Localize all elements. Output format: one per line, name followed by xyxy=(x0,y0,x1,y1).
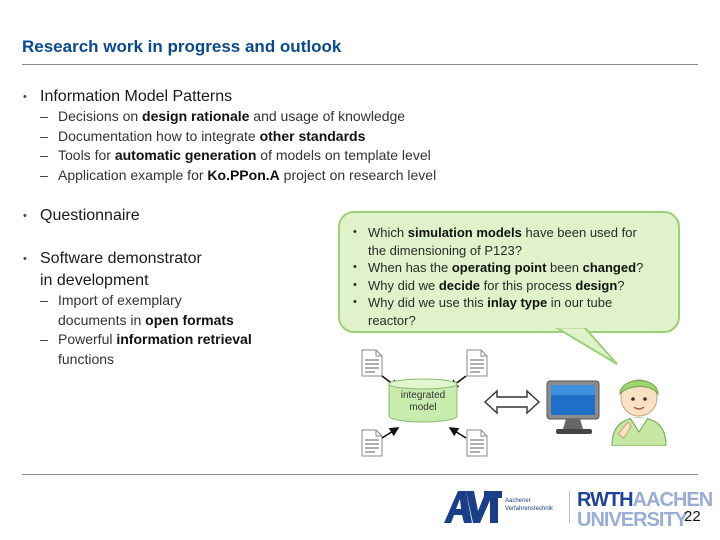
integrated-model-database-icon xyxy=(388,378,458,423)
question-item: •When has the operating point been chang… xyxy=(353,260,644,275)
document-icon xyxy=(361,429,383,457)
bullet-label: Information Model Patterns xyxy=(40,88,233,105)
questions-speech-bubble: •Which simulation models have been used … xyxy=(338,211,680,333)
sub-item: –Application example for Ko.PPon.A proje… xyxy=(40,166,437,183)
document-icon xyxy=(466,429,488,457)
bullet-label: Questionnaire xyxy=(40,207,140,224)
bullet-software-demonstrator: • Software demonstrator in development xyxy=(23,248,202,292)
document-icon xyxy=(361,349,383,377)
question-item: •Why did we decide for this process desi… xyxy=(353,277,625,293)
patterns-sub-list: –Decisions on design rationale and usage… xyxy=(40,107,436,185)
bullet-dot: • xyxy=(23,253,27,265)
avt-logo xyxy=(444,491,502,523)
bullet-questionnaire: • Questionnaire xyxy=(23,205,140,227)
bullet-dot: • xyxy=(23,210,27,222)
question-item: •Why did we use this inlay type in our t… xyxy=(353,295,613,328)
monitor-icon xyxy=(546,380,600,434)
sub-item: –Documentation how to integrate other st… xyxy=(40,127,366,144)
sub-item: –Tools for automatic generation of model… xyxy=(40,147,431,163)
slide-title: Research work in progress and outlook xyxy=(22,37,342,56)
footer-divider xyxy=(22,474,698,475)
integrated-model-label: integrated model xyxy=(400,390,446,413)
question-item: •Which simulation models have been used … xyxy=(353,225,637,258)
page-number: 22 xyxy=(684,508,701,525)
rwth-logo: RWTHAACHEN UNIVERSITY xyxy=(577,489,713,531)
bullet-label-line2: in development xyxy=(40,272,149,289)
bullet-information-model-patterns: • Information Model Patterns xyxy=(23,86,233,108)
bullet-dot: • xyxy=(23,91,27,103)
avt-logo-text: Aachener Verfahrenstechnik xyxy=(505,498,554,512)
bullet-label-line1: Software demonstrator xyxy=(40,250,202,267)
sub-item: –Decisions on design rationale and usage… xyxy=(40,108,406,124)
person-avatar-icon xyxy=(611,379,667,446)
speech-bubble-tail xyxy=(555,328,618,365)
logo-separator xyxy=(569,491,570,523)
document-icon xyxy=(466,349,488,377)
title-divider xyxy=(22,64,698,65)
double-arrow-icon xyxy=(483,389,541,415)
